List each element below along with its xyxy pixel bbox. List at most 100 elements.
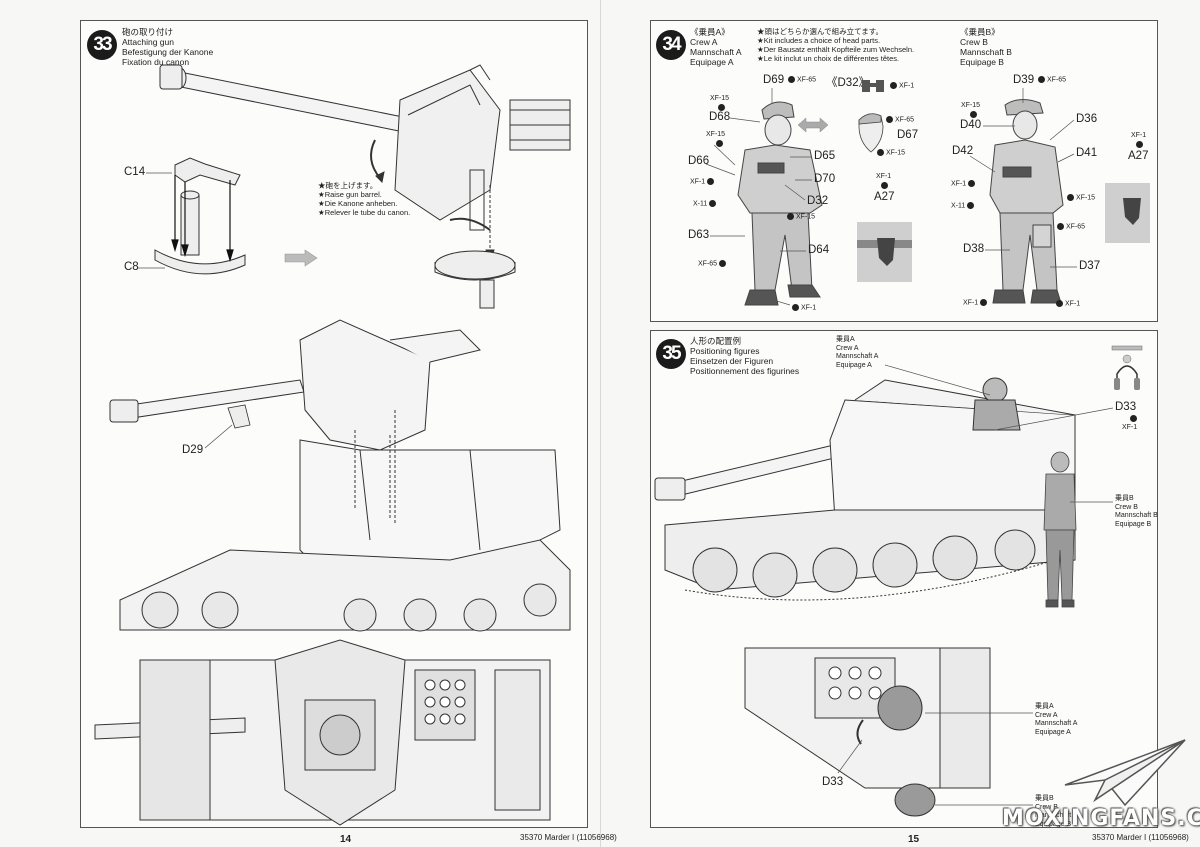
crew-b-side-leader-line — [1070, 501, 1113, 503]
part-d33-plan: D33 — [822, 776, 844, 788]
paint-dot-icon — [709, 200, 717, 207]
crew-a-top-label: 乗員A Crew A Mannschaft A Equipage A — [836, 336, 879, 369]
part-d67: D67 — [897, 129, 919, 141]
page-fold — [600, 0, 601, 847]
step-33-note: ★砲を上げます。 ★Raise gun barrel. ★Die Kanone … — [318, 181, 410, 217]
crew-b-figure-drawing — [989, 99, 1064, 304]
part-d32: D32 — [807, 195, 829, 207]
paint-dot-icon — [968, 180, 976, 187]
note-de: ★Der Bausatz enthält Kopfteile zum Wechs… — [757, 45, 915, 54]
note-de: ★Die Kanone anheben. — [318, 199, 398, 208]
crew-b-side-label: 乗員B Crew B Mannschaft B Equipage B — [1115, 495, 1158, 528]
step-35-title-de: Einsetzen der Figuren — [690, 356, 774, 366]
paint-dot-icon — [1038, 76, 1045, 83]
part-d63: D63 — [688, 229, 710, 241]
part-d65: D65 — [814, 150, 836, 162]
paint-dot-icon — [886, 116, 893, 123]
crew-b-leader-lines — [969, 88, 1077, 268]
crew-a-en: Crew A — [690, 37, 718, 47]
paint-dot-icon — [970, 111, 977, 118]
holster-detail-a — [857, 222, 912, 282]
paint-dot-icon — [890, 82, 897, 89]
step-33-title-en: Attaching gun — [122, 37, 174, 47]
binoculars-icon — [862, 80, 884, 92]
step-33-title-ja: 砲の取り付け — [122, 27, 174, 37]
crew-a-fr: Equipage A — [690, 57, 734, 67]
note-ja: ★砲を上げます。 — [318, 181, 378, 190]
paint-dot-icon — [967, 202, 975, 209]
crew-b-fr: Equipage B — [960, 57, 1004, 67]
hull-gun-assembly-drawing — [109, 319, 571, 632]
crew-b-standing-drawing — [1043, 451, 1077, 608]
paint-dot-icon — [877, 149, 884, 156]
paint-dot-icon — [1056, 300, 1063, 307]
paint-dot-icon — [1130, 415, 1137, 422]
step-34-note: ★頭はどちらか選んで組み立てます。 ★Kit includes a choice… — [757, 27, 914, 63]
swap-arrow-icon — [797, 117, 829, 133]
leader-line-d29 — [204, 404, 251, 449]
part-d38: D38 — [963, 243, 985, 255]
step-35-title: 人形の配置例 Positioning figures Einsetzen der… — [690, 336, 799, 376]
paint-boot-right-b: XF-1 — [1054, 300, 1080, 307]
watermark-text: MOXINGFANS.COM — [1002, 806, 1200, 831]
paint-leg: XF-65 — [698, 260, 728, 267]
top-view-plan-drawing — [94, 639, 551, 826]
crew-a-plan-leader-line — [837, 712, 1033, 806]
part-d64: D64 — [808, 244, 830, 256]
step-33-title-de: Befestigung der Kanone — [122, 47, 214, 57]
paint-boot: XF-1 — [790, 304, 816, 311]
step-33-title-fr: Fixation du canon — [122, 57, 190, 67]
paint-dot-icon — [707, 178, 715, 185]
paint-d68: XF-15 — [710, 95, 730, 102]
crew-a-leader-lines — [705, 88, 812, 306]
paint-dot-icon — [718, 104, 725, 111]
paint-dot-icon — [1136, 141, 1143, 148]
paint-leg-b: XF-65 — [1055, 223, 1085, 230]
part-label-d29: D29 — [182, 444, 204, 456]
paint-dot-icon — [716, 140, 723, 147]
part-d40: D40 — [960, 119, 982, 131]
paint-d40: XF-15 — [961, 102, 981, 109]
gun-assembly-drawing — [159, 64, 571, 309]
paint-dot-icon — [719, 260, 727, 267]
paint-pocket: XF-15 — [785, 213, 815, 220]
crew-b-plan-label: 乗員B Crew B Mannschaft B Equipage B — [1035, 795, 1078, 828]
crew-b-en: Crew B — [960, 37, 988, 47]
alt-head-drawing — [858, 113, 884, 153]
paint-pocket-b: XF-15 — [1065, 194, 1095, 201]
step-35-title-fr: Positionnement des figurines — [690, 366, 800, 376]
paint-x11-b: X-11 — [951, 202, 976, 209]
part-d37: D37 — [1079, 260, 1101, 272]
step-33-title: 砲の取り付け Attaching gun Befestigung der Kan… — [122, 27, 213, 67]
crew-b-de: Mannschaft B — [960, 47, 1012, 57]
crew-a-figure-drawing — [737, 101, 823, 306]
paint-d39: XF-65 — [1036, 76, 1066, 83]
part-d68: D68 — [709, 111, 731, 123]
crew-a-ja: 《乗員A》 — [690, 27, 730, 37]
paint-a27-b: XF-1 — [1131, 132, 1147, 139]
part-d69: D69 — [763, 74, 785, 86]
part-d39: D39 — [1013, 74, 1035, 86]
d33-top-leader-line — [884, 364, 1114, 431]
paint-dot-icon — [787, 213, 794, 220]
part-label-c8: C8 — [124, 261, 139, 273]
fighting-compartment-plan-drawing — [744, 647, 991, 817]
paint-belt-b: XF-1 — [951, 180, 977, 187]
crew-b-heading: 《乗員B》 Crew B Mannschaft B Equipage B — [960, 27, 1012, 67]
step-arrow-icon — [284, 249, 318, 267]
footer-right: 35370 Marder I (11056968) — [1092, 833, 1189, 842]
part-a27-a: A27 — [874, 191, 895, 203]
paint-d32: XF-1 — [888, 82, 914, 89]
paint-dot-icon — [792, 304, 799, 311]
note-ja: ★頭はどちらか選んで組み立てます。 — [757, 27, 883, 36]
holster-detail-b — [1105, 183, 1150, 243]
part-d33-top: D33 — [1115, 401, 1137, 413]
headphones-icon — [1111, 345, 1143, 390]
step-35-title-en: Positioning figures — [690, 346, 760, 356]
paint-d67-top: XF-65 — [884, 116, 914, 123]
step-35-badge: 35 — [656, 339, 686, 369]
vehicle-side-view-drawing — [654, 377, 1076, 601]
step-33-badge: 33 — [87, 30, 117, 60]
page-number-left: 14 — [340, 834, 352, 845]
note-en: ★Kit includes a choice of head parts. — [757, 36, 881, 45]
